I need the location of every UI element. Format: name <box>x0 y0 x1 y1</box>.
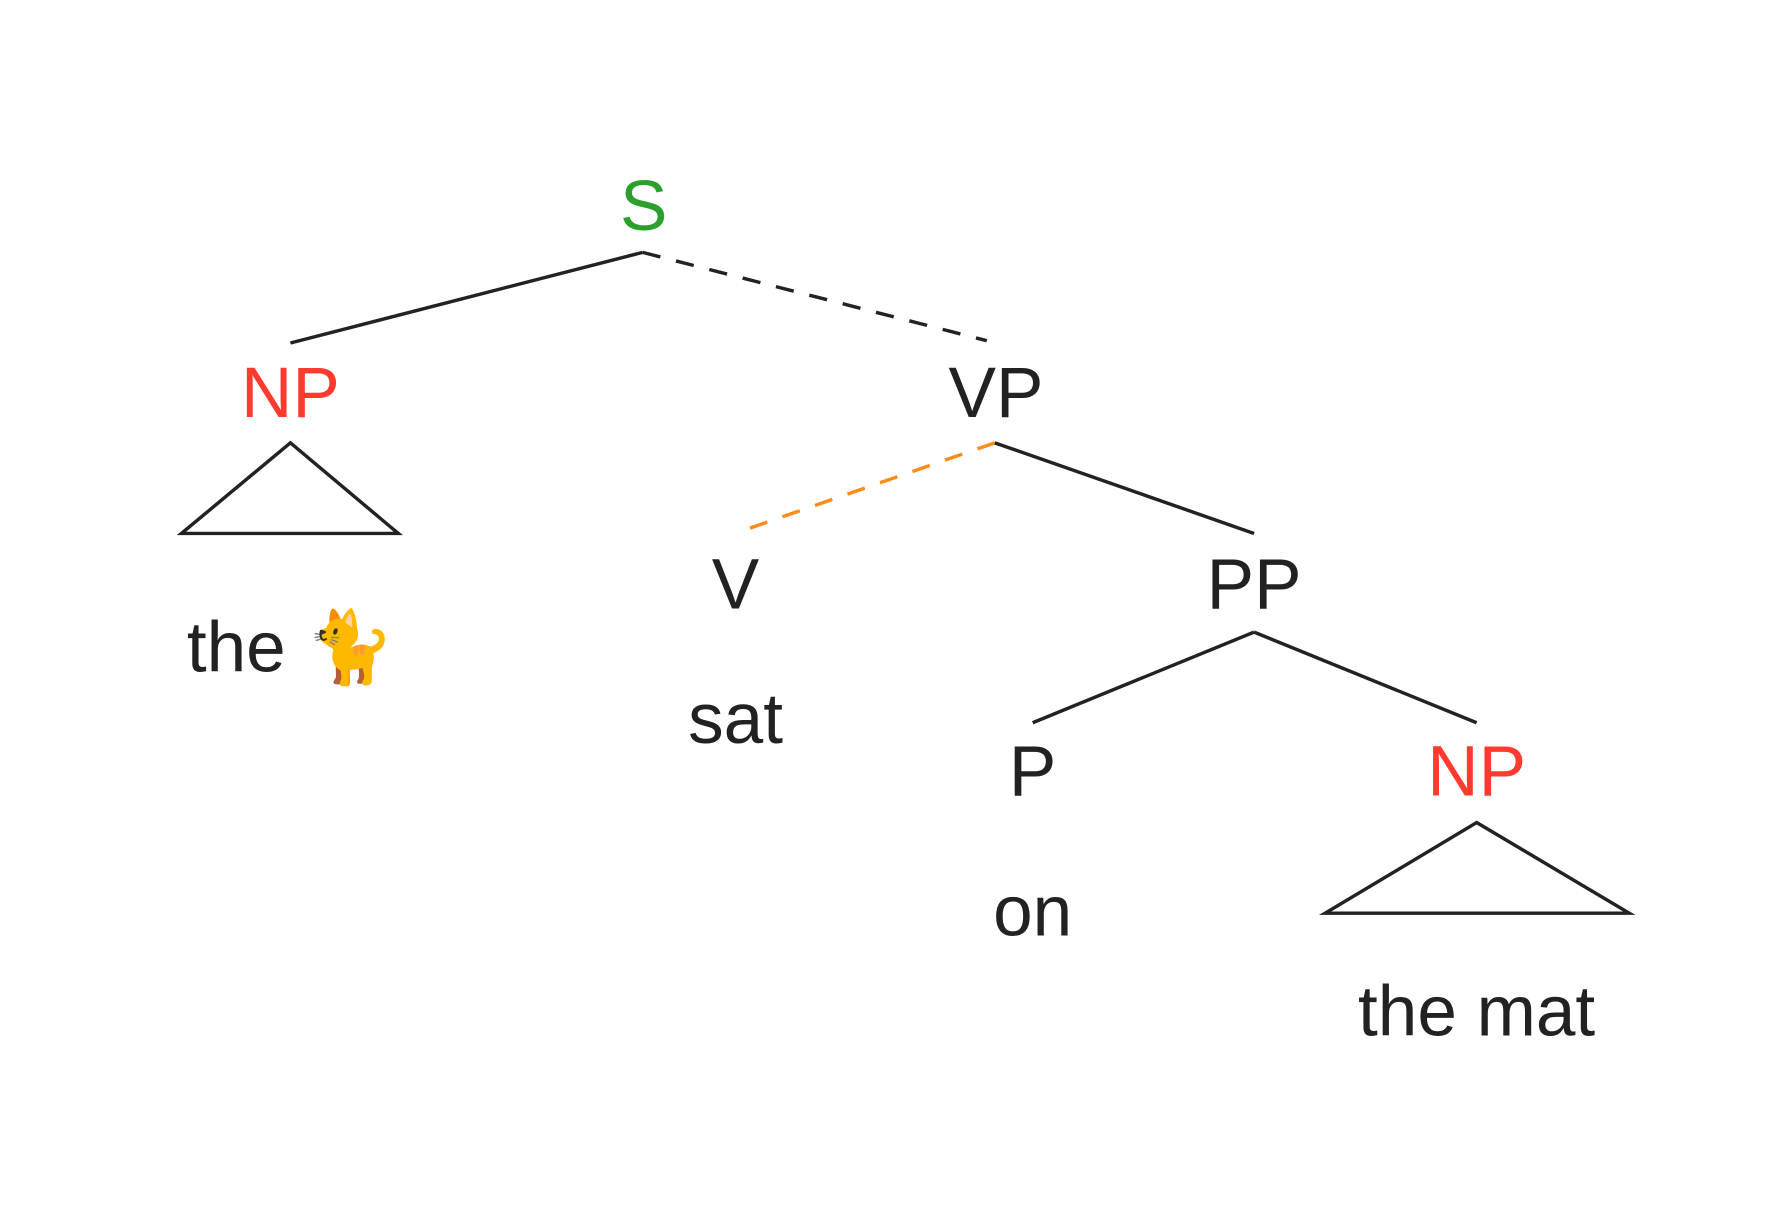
leaf-preposition: on <box>993 873 1072 952</box>
node-vp: VP <box>949 354 1044 433</box>
leaf-subject: the 🐈 <box>187 607 394 688</box>
edge-vp-pp <box>994 441 1255 536</box>
node-p: P <box>1009 733 1056 812</box>
node-pp: PP <box>1207 546 1302 625</box>
node-v: V <box>712 546 760 625</box>
edge-s-np <box>289 250 644 345</box>
node-np-subject: NP <box>241 354 340 433</box>
np-object-triangle <box>1318 820 1636 915</box>
node-s: S <box>620 167 667 246</box>
edge-pp-np <box>1253 630 1478 725</box>
edge-pp-p <box>1032 630 1255 725</box>
edge-vp-v-dashed <box>737 441 996 534</box>
edge-s-vp-dashed <box>642 250 988 343</box>
np-subject-triangle <box>176 440 403 536</box>
node-np-object: NP <box>1427 733 1526 812</box>
leaf-verb: sat <box>688 680 783 759</box>
leaf-object: the mat <box>1358 972 1595 1051</box>
